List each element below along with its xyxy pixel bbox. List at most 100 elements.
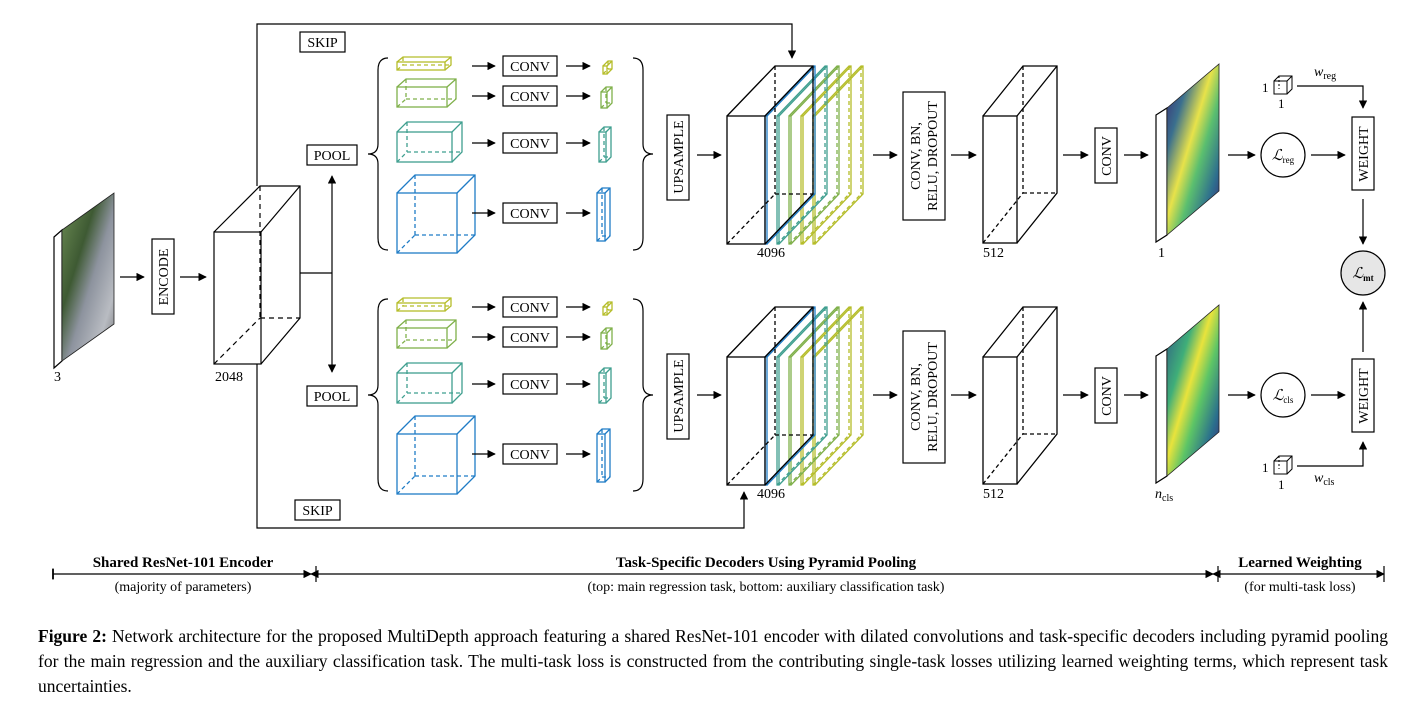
concat-dim-top: 4096 (757, 246, 785, 261)
svg-text:WEIGHT: WEIGHT (1357, 126, 1372, 182)
pool-box-bottom: POOL (306, 385, 358, 407)
section-decoder-subtitle: (top: main regression task, bottom: auxi… (588, 580, 945, 595)
svg-text:wreg: wreg (1314, 65, 1336, 82)
concat-slice-4 (776, 65, 828, 245)
conv-box-bottom: CONV (1094, 367, 1118, 424)
svg-text:CONV, BN,: CONV, BN, (909, 363, 924, 431)
svg-text:SKIP: SKIP (307, 36, 338, 51)
pooled-feature-1 (396, 56, 452, 71)
svg-text:1: 1 (1278, 477, 1285, 492)
pyramid-brace-left (367, 298, 389, 492)
input-dim-label: 3 (54, 370, 61, 385)
feat-dim-top: 512 (983, 246, 1004, 261)
pyramid-brace-left (367, 57, 389, 251)
pyramid-pooling-bottom: CONV CONV CONV CONV (367, 296, 654, 495)
caption-label: Figure 2: (38, 626, 107, 646)
svg-text:WEIGHT: WEIGHT (1357, 368, 1372, 424)
svg-text:SKIP: SKIP (302, 504, 333, 519)
output-map-regression (1155, 63, 1220, 244)
feature-cube-top (982, 65, 1058, 244)
section-decoder-title: Task-Specific Decoders Using Pyramid Poo… (616, 555, 917, 571)
pyramid-conv-box-4: CONV (502, 202, 558, 224)
conv-bn-box-bottom: CONV, BN, RELU, DROPOUT (902, 330, 946, 464)
conv-bn-box-top: CONV, BN, RELU, DROPOUT (902, 91, 946, 221)
input-image-block: 3 (53, 192, 115, 385)
loss-reg-node: ℒreg (1260, 132, 1306, 178)
svg-text:POOL: POOL (314, 149, 351, 164)
skip-box-bottom: SKIP (294, 499, 341, 521)
skip-box-top: SKIP (299, 31, 346, 53)
section-weighting-subtitle: (for multi-task loss) (1244, 580, 1356, 595)
section-encoder-title: Shared ResNet-101 Encoder (93, 555, 274, 571)
concat-encoder-part (726, 306, 814, 486)
output-dim-cls: ncls (1155, 487, 1173, 504)
concat-slice-2 (800, 306, 852, 486)
pooled-feature-4 (396, 415, 476, 495)
svg-text:1: 1 (1262, 460, 1269, 475)
reduced-feature-4 (596, 428, 611, 483)
svg-text:CONV: CONV (1100, 136, 1115, 176)
svg-text:CONV: CONV (1100, 376, 1115, 416)
upsample-box-top: UPSAMPLE (666, 114, 690, 201)
feature-block-bottom (982, 306, 1058, 485)
feat-dim-bottom: 512 (983, 487, 1004, 502)
svg-text:ENCODE: ENCODE (157, 249, 172, 306)
pyramid-conv-box-2: CONV (502, 326, 558, 348)
concat-dim-bottom: 4096 (757, 487, 785, 502)
encode-box: ENCODE (151, 238, 175, 315)
svg-text:ℒcls: ℒcls (1273, 388, 1294, 405)
weight-box-top: WEIGHT (1351, 116, 1375, 191)
svg-text:CONV: CONV (510, 301, 550, 316)
pyramid-conv-box-2: CONV (502, 85, 558, 107)
weight-param-cls: 1 1 wcls (1262, 441, 1368, 492)
loss-mt-node: ℒmt (1340, 250, 1386, 296)
loss-cls-node: ℒcls (1260, 372, 1306, 418)
weight-box-bottom: WEIGHT (1351, 358, 1375, 433)
svg-text:CONV: CONV (510, 378, 550, 393)
svg-text:UPSAMPLE: UPSAMPLE (672, 359, 687, 432)
concat-slice-1 (812, 306, 864, 486)
pyramid-conv-box-1: CONV (502, 55, 558, 77)
reduced-feature-2 (600, 86, 613, 109)
pooled-feature-3 (396, 121, 463, 163)
svg-text:wcls: wcls (1314, 471, 1335, 488)
svg-text:POOL: POOL (314, 390, 351, 405)
feature-block-top (982, 65, 1058, 244)
concat-slice-3 (788, 306, 840, 486)
svg-text:CONV: CONV (510, 448, 550, 463)
svg-text:CONV: CONV (510, 60, 550, 75)
reduced-feature-3 (598, 367, 612, 404)
pyramid-conv-box-1: CONV (502, 296, 558, 318)
encoder-dim-label: 2048 (215, 370, 243, 385)
reduced-feature-4 (596, 187, 611, 242)
reduced-feature-3 (598, 126, 612, 163)
section-weighting-title: Learned Weighting (1238, 555, 1362, 571)
output-map-classification (1155, 304, 1220, 485)
svg-text:CONV: CONV (510, 207, 550, 222)
svg-text:CONV: CONV (510, 137, 550, 152)
caption-text: Network architecture for the proposed Mu… (38, 626, 1388, 696)
svg-text:RELU, DROPOUT: RELU, DROPOUT (926, 342, 941, 452)
feature-cube-bottom (982, 306, 1058, 485)
concat-block-top (726, 65, 864, 245)
skip-connection-top (256, 23, 797, 186)
concat-slice-2 (800, 65, 852, 245)
section-ruler (52, 566, 1385, 582)
pyramid-conv-box-3: CONV (502, 373, 558, 395)
pooled-feature-1 (396, 297, 452, 312)
conv-box-top: CONV (1094, 127, 1118, 184)
skip-connection-bottom (256, 364, 749, 529)
svg-text:RELU, DROPOUT: RELU, DROPOUT (926, 101, 941, 211)
concat-slice-4 (776, 306, 828, 486)
reduced-feature-2 (600, 327, 613, 350)
pooled-feature-4 (396, 174, 476, 254)
reduced-feature-1 (602, 301, 613, 316)
figure-caption: Figure 2: Network architecture for the p… (38, 624, 1388, 699)
upsample-box-bottom: UPSAMPLE (666, 353, 690, 440)
svg-text:UPSAMPLE: UPSAMPLE (672, 120, 687, 193)
encoder-block (213, 185, 301, 365)
pyramid-conv-box-4: CONV (502, 443, 558, 465)
svg-text:1: 1 (1278, 96, 1285, 111)
pyramid-brace-right (632, 57, 654, 251)
svg-text:ℒreg: ℒreg (1272, 148, 1295, 165)
